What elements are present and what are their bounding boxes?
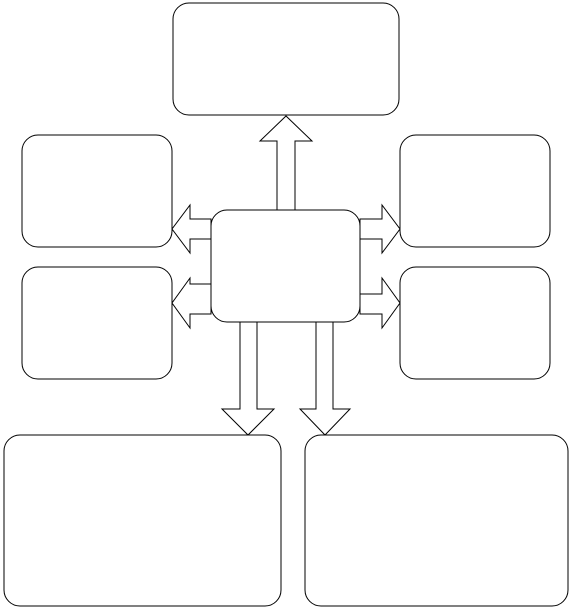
arrow-center-to-bottom-right — [298, 321, 352, 436]
arrow-center-to-top — [258, 115, 314, 211]
box-right-lower — [399, 266, 551, 380]
box-center — [210, 209, 361, 323]
arrow-center-to-right-upper — [359, 203, 401, 255]
arrow-center-to-right-lower — [359, 276, 401, 330]
arrow-center-to-left-lower — [171, 276, 212, 330]
arrow-center-to-bottom-left — [220, 321, 276, 436]
box-bottom-left — [3, 434, 282, 607]
arrow-center-to-left-upper — [171, 203, 212, 255]
box-bottom-right — [304, 434, 569, 607]
box-left-lower — [21, 266, 173, 380]
box-right-upper — [399, 134, 551, 248]
box-left-upper — [21, 134, 173, 248]
box-top — [172, 2, 400, 116]
